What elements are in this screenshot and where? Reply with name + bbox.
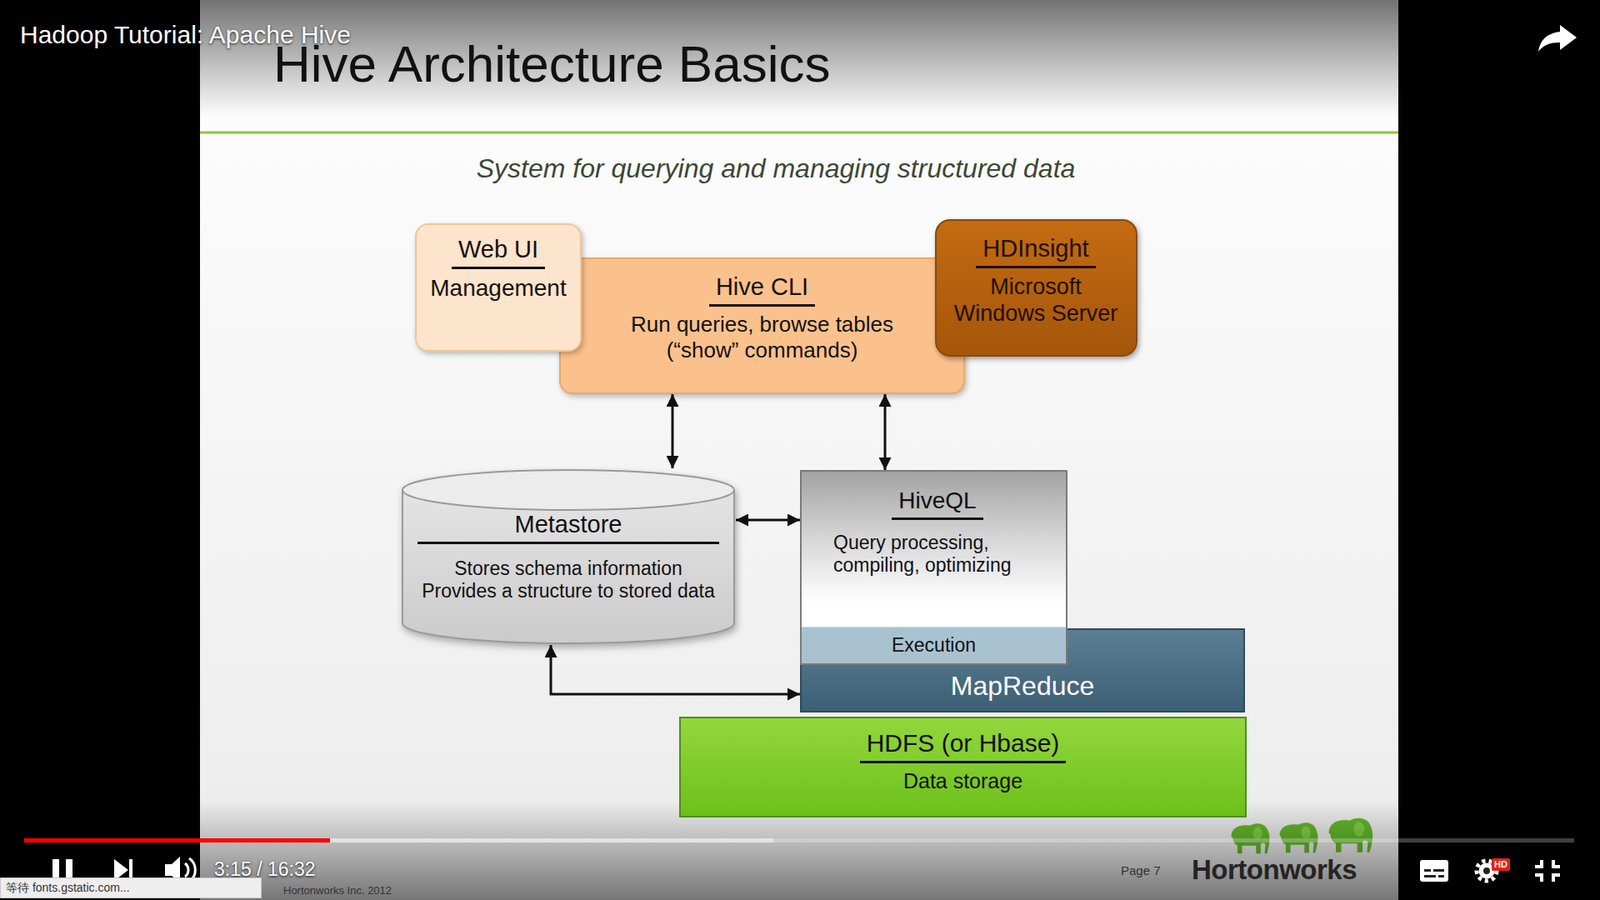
box-text: Query processing, compiling, optimizing: [833, 531, 1042, 578]
node-text-group: MetastoreStores schema informationProvid…: [417, 510, 720, 604]
box-text: Stores schema information: [417, 557, 720, 581]
node-text-group: HDFS (or Hbase) Data storage: [860, 728, 1067, 794]
box-text: Management: [430, 274, 566, 303]
box-text: Provides a structure to stored data: [417, 580, 720, 604]
video-title: Hadoop Tutorial: Apache Hive: [20, 20, 351, 50]
box-text: Run queries, browse tables (“show” comma…: [604, 311, 921, 364]
progress-bar: [24, 838, 1575, 843]
box-heading: HiveQL: [891, 486, 983, 520]
flow-arrow: [884, 394, 887, 470]
status-bar: 等待 fonts.gstatic.com...: [0, 877, 262, 899]
platform-box: HDInsightMicrosoft Windows Server: [935, 219, 1138, 357]
flow-arrow: [671, 394, 675, 469]
cli-box: Hive CLI Run queries, browse tables (“sho…: [559, 257, 965, 395]
company-logo: Hortonworks: [1191, 853, 1357, 887]
box-text: Microsoft Windows Server: [946, 273, 1126, 328]
box-text: Data storage: [860, 768, 1067, 794]
box-heading: HDFS (or Hbase): [860, 728, 1067, 764]
slide-title: Hive Architecture Basics: [273, 33, 830, 95]
ui-box: Web UI Management: [415, 223, 582, 352]
flow-arrow: [550, 645, 800, 695]
copyright-note: Hortonworks Inc. 2012: [283, 884, 392, 898]
box-heading: Hive CLI: [709, 272, 815, 307]
node-text-group: Hive CLI Run queries, browse tables (“sho…: [604, 272, 921, 364]
node-text-group: Execution: [891, 634, 976, 658]
cylinder-outline: [400, 468, 736, 645]
flow-arrow: [735, 519, 800, 522]
execution-band: Execution: [801, 626, 1066, 664]
title-rule: [200, 131, 1399, 135]
node-text-group: Web UI Management: [430, 235, 566, 302]
node-text-group: HDInsightMicrosoft Windows Server: [946, 234, 1126, 328]
slide-subtitle: System for querying and managing structu…: [476, 152, 1076, 185]
node-text-group: HiveQL Query processing, compiling, optim…: [833, 486, 1042, 578]
page-number: Page 7: [1120, 863, 1161, 879]
query-box: HiveQL Query processing, compiling, optim…: [800, 470, 1068, 665]
node-text-group: MapReduce: [950, 670, 1095, 702]
box-heading: HDInsight: [975, 234, 1095, 269]
box-heading: Metastore: [417, 510, 720, 545]
metastore-cylinder: MetastoreStores schema informationProvid…: [400, 468, 736, 645]
box-text: MapReduce: [950, 670, 1095, 702]
slide: [200, 0, 1399, 900]
box-text: Execution: [891, 634, 976, 658]
box-heading: Web UI: [451, 235, 545, 270]
hd-badge: HD: [1491, 858, 1510, 871]
storage-band: HDFS (or Hbase) Data storage: [679, 716, 1247, 818]
player-controls: [52, 25, 1577, 884]
